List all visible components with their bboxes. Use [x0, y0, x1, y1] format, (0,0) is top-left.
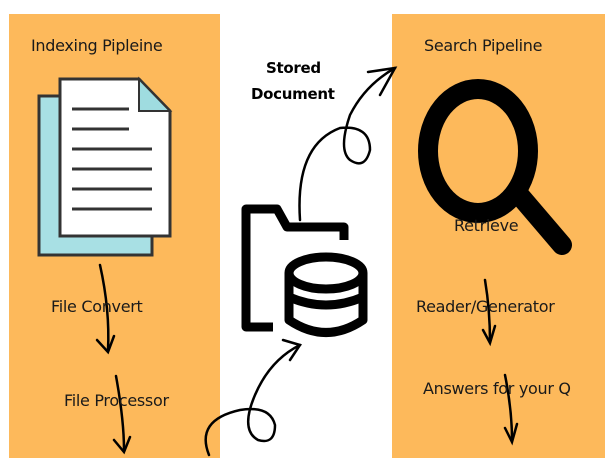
- step-file-processor: File Processor: [64, 391, 169, 410]
- flow-arrows: [95, 66, 519, 457]
- arrow-storage-to-search: [298, 66, 397, 222]
- step-answers: Answers for your Q: [423, 379, 571, 398]
- documents-icon: [37, 76, 173, 257]
- step-retrieve: Retrieve: [454, 216, 519, 235]
- search-pipeline-title: Search Pipeline: [424, 36, 543, 55]
- arrow-reader-to-answers: [503, 373, 514, 442]
- arrow-retrieve-to-reader: [483, 278, 492, 344]
- indexing-pipeline-title: Indexing Pipleine: [31, 36, 163, 55]
- folder-database-icon: [241, 204, 368, 337]
- stored-label-line1: Stored: [266, 59, 321, 77]
- search-icon: [418, 79, 572, 255]
- stored-label-line2: Document: [251, 85, 335, 103]
- arrow-processor-to-storage: [204, 343, 302, 457]
- arrow-doc-to-convert: [98, 263, 110, 352]
- arrow-convert-to-processor: [114, 374, 126, 452]
- step-reader-generator: Reader/Generator: [416, 297, 555, 316]
- step-file-convert: File Convert: [51, 297, 143, 316]
